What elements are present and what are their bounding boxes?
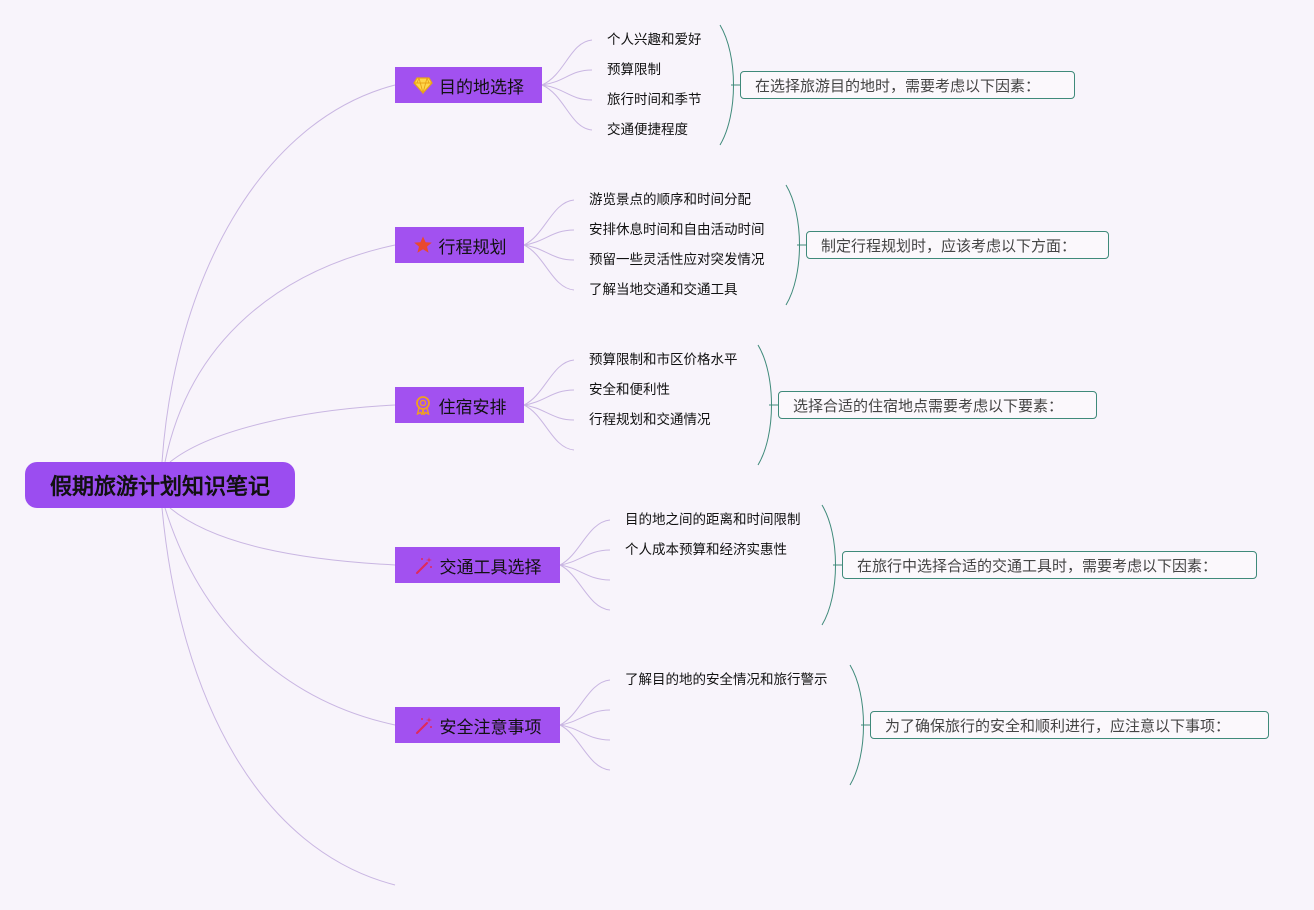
- leaf-item[interactable]: 了解目的地的安全情况和旅行警示: [625, 672, 828, 688]
- summary-box[interactable]: 选择合适的住宿地点需要考虑以下要素：: [778, 391, 1097, 419]
- branch-label: 行程规划: [438, 237, 507, 258]
- summary-text: 在选择旅游目的地时，需要考虑以下因素：: [755, 76, 1041, 95]
- branch-safety[interactable]: 安全注意事项: [395, 707, 560, 743]
- branch-accommodation[interactable]: 住宿安排: [395, 387, 524, 423]
- leaf-item[interactable]: 游览景点的顺序和时间分配: [589, 192, 751, 208]
- leaf-item[interactable]: 行程规划和交通情况: [589, 412, 711, 428]
- diamond-icon: [413, 77, 433, 95]
- leaf-item[interactable]: 个人成本预算和经济实惠性: [625, 542, 787, 558]
- summary-text: 在旅行中选择合适的交通工具时，需要考虑以下因素：: [857, 556, 1218, 575]
- summary-box[interactable]: 在选择旅游目的地时，需要考虑以下因素：: [740, 71, 1075, 99]
- leaf-item[interactable]: 个人兴趣和爱好: [607, 32, 702, 48]
- central-topic-label: 假期旅游计划知识笔记: [49, 475, 270, 500]
- summary-text: 制定行程规划时，应该考虑以下方面：: [821, 236, 1077, 255]
- connector-branch-2: [164, 244, 396, 463]
- branch-label: 安全注意事项: [439, 717, 542, 738]
- summary-text: 选择合适的住宿地点需要考虑以下要素：: [793, 396, 1064, 415]
- summary-box[interactable]: 制定行程规划时，应该考虑以下方面：: [806, 231, 1109, 259]
- summary-text: 为了确保旅行的安全和顺利进行，应注意以下事项：: [885, 716, 1231, 735]
- branch-label: 目的地选择: [439, 77, 524, 98]
- connector-branch-3: [169, 404, 396, 463]
- branch-label: 交通工具选择: [439, 557, 542, 578]
- leaf-item[interactable]: 预留一些灵活性应对突发情况: [589, 252, 765, 268]
- summary-box[interactable]: 为了确保旅行的安全和顺利进行，应注意以下事项：: [870, 711, 1269, 739]
- central-topic[interactable]: 假期旅游计划知识笔记: [25, 462, 295, 508]
- connector-branch-6: [161, 507, 396, 886]
- leaf-item[interactable]: 目的地之间的距离和时间限制: [625, 512, 801, 528]
- leaf-item[interactable]: 交通便捷程度: [607, 122, 688, 138]
- summary-box[interactable]: 在旅行中选择合适的交通工具时，需要考虑以下因素：: [842, 551, 1257, 579]
- connector-branch-5: [164, 507, 396, 726]
- leaf-item[interactable]: 安排休息时间和自由活动时间: [589, 222, 765, 238]
- connector-branch-1: [161, 84, 396, 463]
- branch-label: 住宿安排: [438, 397, 507, 418]
- award-ribbon-icon: [415, 396, 430, 415]
- leaf-item[interactable]: 旅行时间和季节: [607, 92, 702, 108]
- magic-wand-icon: [415, 557, 432, 574]
- leaf-item[interactable]: 预算限制和市区价格水平: [589, 352, 738, 368]
- branch-destination[interactable]: 目的地选择: [395, 67, 542, 103]
- leaf-item[interactable]: 了解当地交通和交通工具: [589, 282, 738, 298]
- branch-transport[interactable]: 交通工具选择: [395, 547, 560, 583]
- leaf-item[interactable]: 安全和便利性: [589, 382, 670, 398]
- star-icon: [413, 236, 432, 253]
- connector-branch-4: [169, 507, 396, 566]
- leaf-item[interactable]: 预算限制: [607, 62, 661, 78]
- branch-itinerary[interactable]: 行程规划: [395, 227, 524, 263]
- magic-wand-icon: [415, 717, 432, 734]
